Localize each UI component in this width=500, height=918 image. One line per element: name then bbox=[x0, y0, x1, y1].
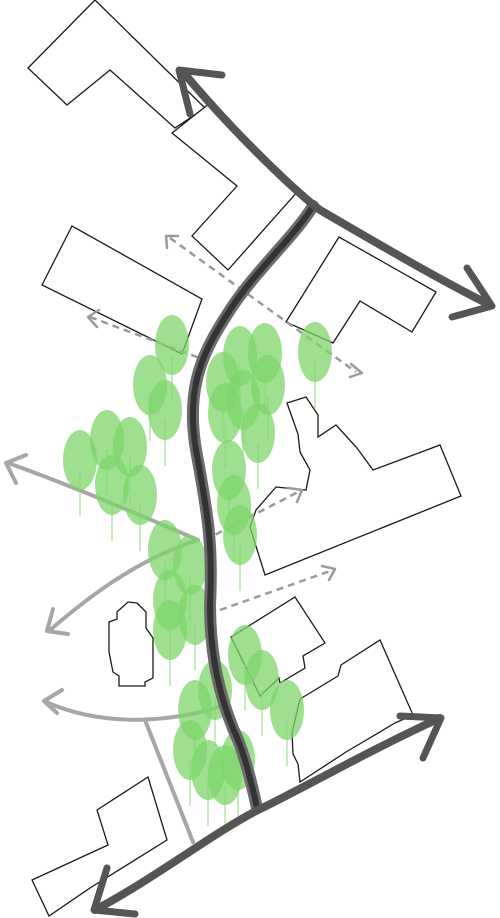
footpath-west-upper-arrowhead bbox=[4, 453, 28, 485]
tree-canopy-group bbox=[63, 315, 332, 831]
tree-canopy bbox=[90, 410, 124, 470]
tree-icon bbox=[298, 322, 332, 408]
tree-canopy bbox=[153, 600, 187, 660]
view-axis-upper-arrowhead-start bbox=[164, 234, 180, 250]
road-south bbox=[91, 714, 444, 914]
tree-icon bbox=[148, 380, 182, 466]
secondary-roads bbox=[90, 66, 496, 918]
view-axis-upper bbox=[169, 236, 357, 374]
tree-canopy bbox=[208, 383, 242, 443]
tree-canopy bbox=[245, 650, 279, 710]
tree-icon bbox=[245, 650, 279, 736]
tree-icon bbox=[123, 465, 157, 551]
tree-canopy bbox=[298, 322, 332, 382]
tree-canopy bbox=[223, 326, 257, 386]
tree-canopy bbox=[270, 680, 304, 740]
tree-icon bbox=[153, 600, 187, 686]
tree-canopy bbox=[223, 505, 257, 565]
tree-canopy bbox=[95, 455, 129, 515]
road-north-east bbox=[179, 68, 494, 309]
building-bottom-left bbox=[31, 775, 168, 917]
road-east-arrowhead bbox=[448, 264, 496, 321]
road-north-arrowhead bbox=[175, 66, 226, 118]
footpath-west-middle-arrowhead bbox=[45, 607, 70, 636]
building-chapel bbox=[108, 601, 154, 687]
view-axis-lower bbox=[219, 568, 334, 612]
tree-icon bbox=[95, 455, 129, 541]
building-top-left bbox=[27, 0, 207, 129]
view-axis-upper-arrowhead-end bbox=[348, 362, 364, 379]
building-right-upper bbox=[285, 236, 437, 344]
main-street bbox=[186, 200, 319, 814]
tree-icon bbox=[223, 505, 257, 591]
view-axis-lower-arrowhead bbox=[320, 564, 337, 582]
main-street-core bbox=[189, 203, 316, 811]
tree-canopy bbox=[148, 380, 182, 440]
tree-icon bbox=[63, 430, 97, 516]
building-lower-right bbox=[291, 639, 414, 784]
footpath-west-lower-arrowhead bbox=[42, 688, 64, 715]
view-axis-left-arrowhead bbox=[86, 308, 101, 329]
tree-icon bbox=[270, 680, 304, 766]
road-south-west-arrowhead bbox=[90, 864, 139, 918]
tree-canopy bbox=[123, 465, 157, 525]
tree-canopy bbox=[241, 403, 275, 463]
footpath-south-spur bbox=[143, 718, 195, 844]
tree-canopy bbox=[63, 430, 97, 490]
tree-canopy bbox=[155, 315, 189, 375]
building-right-long bbox=[249, 396, 462, 576]
road-south-east-arrowhead bbox=[396, 712, 445, 762]
view-axis-middle-arrowhead bbox=[286, 486, 304, 504]
tree-icon bbox=[241, 403, 275, 489]
